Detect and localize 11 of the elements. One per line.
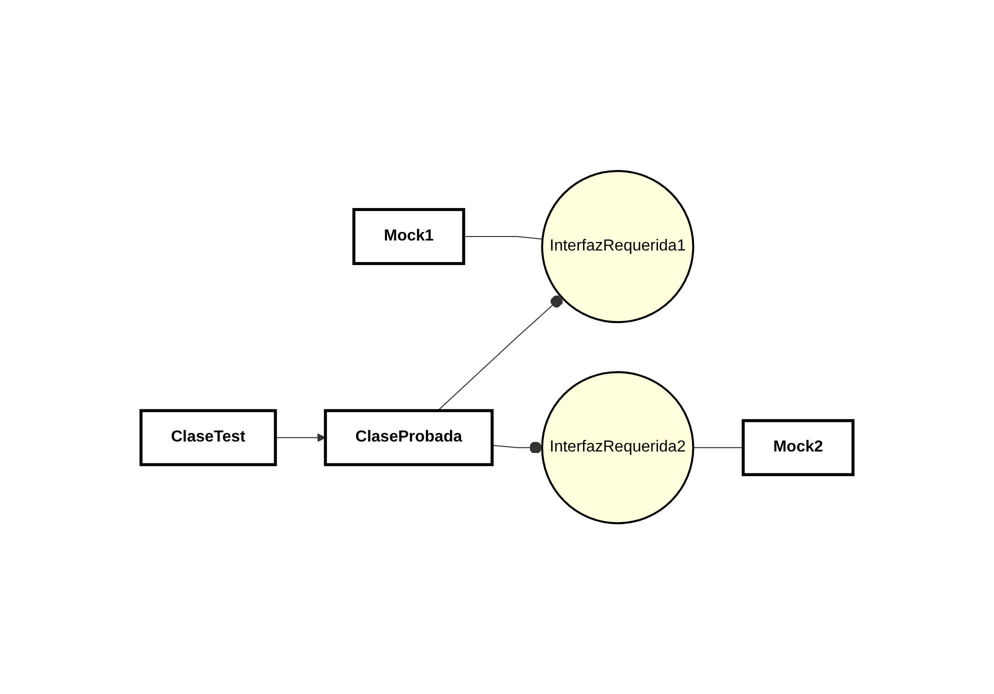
connector [692, 447, 744, 448]
node-circle: InterfazRequerida1 [541, 170, 694, 323]
node-box: Mock2 [742, 419, 854, 476]
node-box: ClaseProbada [324, 409, 494, 466]
node-box: Mock1 [352, 208, 466, 265]
node-circle: InterfazRequerida2 [541, 371, 694, 524]
connector [492, 442, 543, 454]
connector [463, 236, 543, 240]
arrow [274, 433, 326, 442]
connector [437, 295, 563, 412]
node-box: ClaseTest [139, 409, 277, 466]
